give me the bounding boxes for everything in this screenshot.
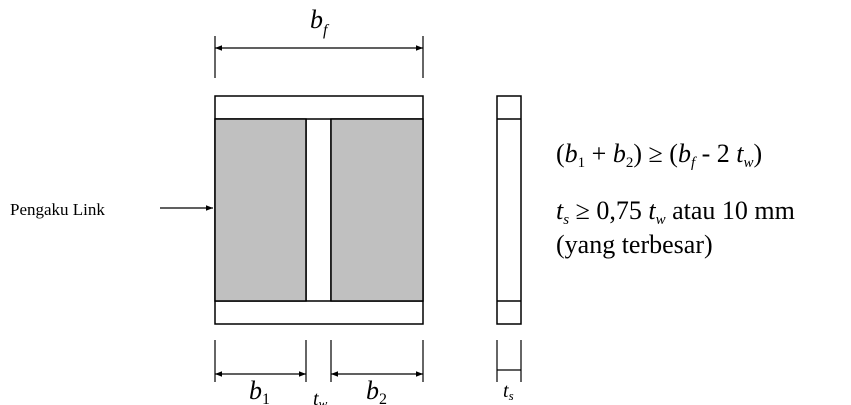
thickness-note: (yang terbesar) bbox=[556, 230, 713, 259]
b1-label: b1 bbox=[249, 376, 270, 405]
stiffener-label: Pengaku Link bbox=[10, 200, 105, 219]
b2-label: b2 bbox=[366, 376, 387, 405]
side-view-outline bbox=[496, 95, 522, 325]
stiffener-left bbox=[214, 118, 307, 302]
bf-label: bf bbox=[310, 5, 330, 39]
stiffener-right bbox=[330, 118, 424, 302]
thickness-requirement-formula: ts ≥ 0,75 tw atau 10 mm bbox=[556, 196, 795, 228]
bottom-dimensions: b1 tw b2 ts bbox=[214, 340, 522, 405]
section-elevation bbox=[214, 95, 424, 325]
stiffener-callout: Pengaku Link bbox=[10, 200, 213, 219]
width-requirement-formula: (b1 + b2) ≥ (bf - 2 tw) bbox=[556, 139, 763, 171]
tw-label: tw bbox=[313, 388, 328, 405]
ts-label: ts bbox=[503, 380, 514, 403]
side-view bbox=[496, 95, 522, 325]
bf-dimension: bf bbox=[214, 5, 424, 78]
